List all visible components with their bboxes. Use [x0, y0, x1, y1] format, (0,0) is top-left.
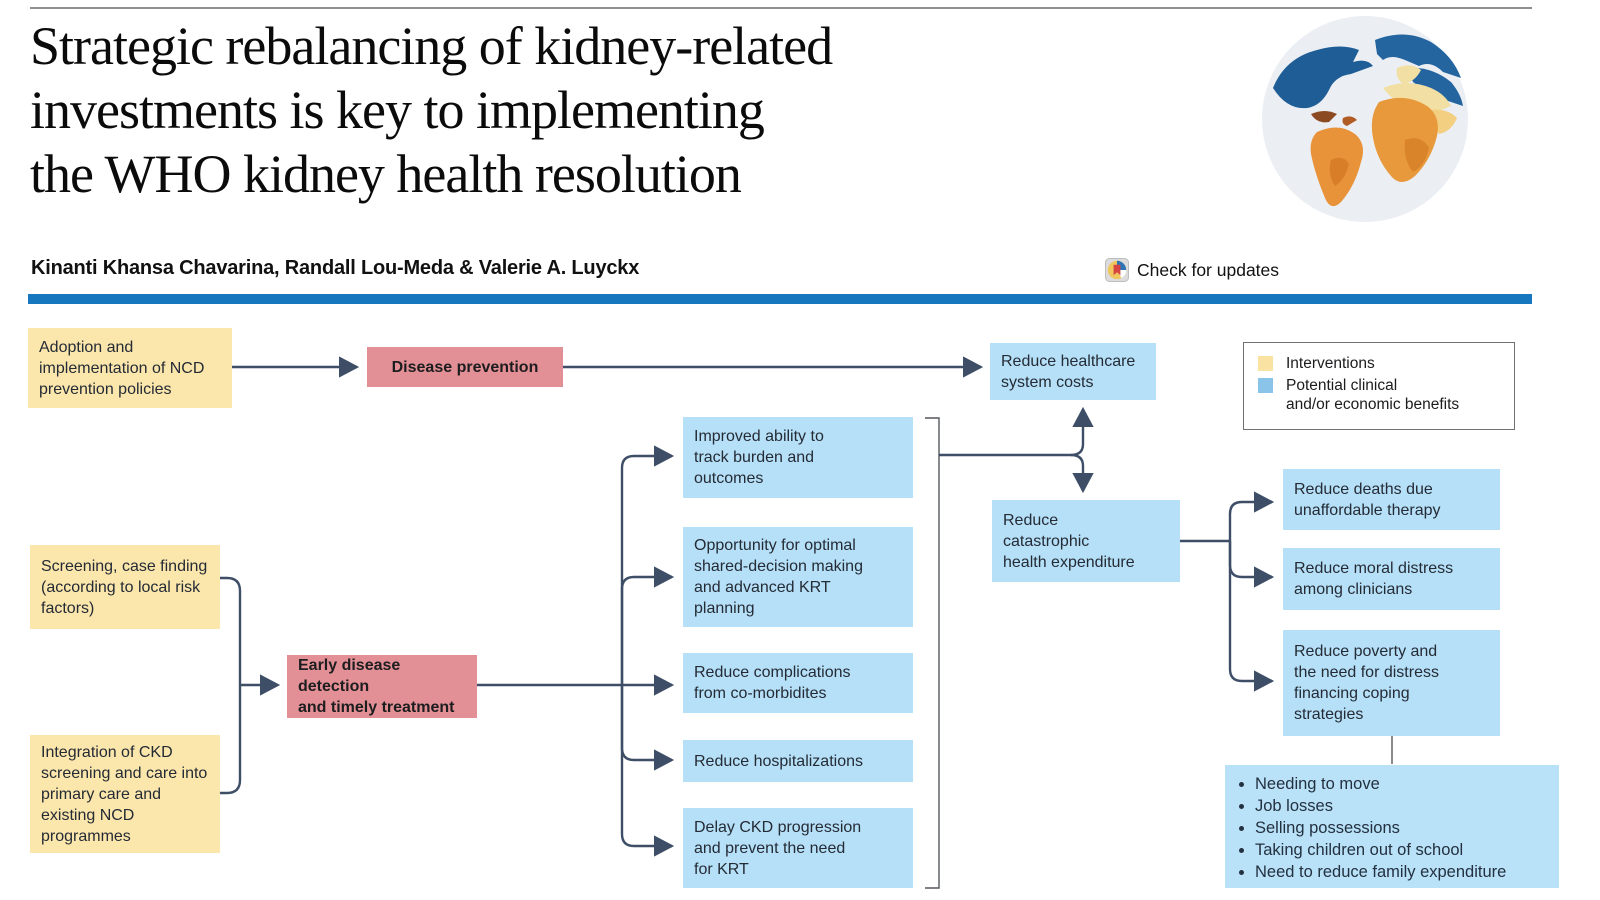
legend-label: Interventions	[1286, 355, 1375, 372]
node-reduce-poverty: Reduce poverty and the need for distress…	[1283, 630, 1500, 736]
legend: Interventions Potential clinical and/or …	[1243, 342, 1515, 430]
coping-strategies-list-box: Needing to move Job losses Selling posse…	[1225, 765, 1559, 888]
interventions-swatch	[1258, 356, 1273, 371]
node-reduce-deaths: Reduce deaths due unaffordable therapy	[1283, 469, 1500, 530]
legend-label: Potential clinical and/or economic benef…	[1286, 377, 1460, 413]
world-globe-illustration	[1262, 16, 1468, 222]
node-reduce-complications: Reduce complications from co-morbidites	[683, 653, 913, 713]
node-shared-decision: Opportunity for optimal shared-decision …	[683, 527, 913, 627]
coping-strategies-list: Needing to move Job losses Selling posse…	[1237, 773, 1551, 883]
node-reduce-hospitalizations: Reduce hospitalizations	[683, 740, 913, 782]
node-delay-ckd: Delay CKD progression and prevent the ne…	[683, 808, 913, 888]
benefits-swatch	[1258, 378, 1273, 393]
node-reduce-healthcare-costs: Reduce healthcare system costs	[990, 343, 1156, 400]
list-item: Needing to move	[1255, 773, 1551, 795]
node-early-disease-detection: Early disease detection and timely treat…	[287, 655, 477, 718]
section-divider-bar	[28, 294, 1532, 304]
authors-line: Kinanti Khansa Chavarina, Randall Lou-Me…	[31, 257, 640, 279]
node-track-burden: Improved ability to track burden and out…	[683, 417, 913, 498]
list-item: Taking children out of school	[1255, 839, 1551, 861]
top-rule	[30, 7, 1532, 9]
node-disease-prevention: Disease prevention	[367, 347, 563, 387]
node-reduce-moral-distress: Reduce moral distress among clinicians	[1283, 548, 1500, 610]
page-title: Strategic rebalancing of kidney-related …	[30, 16, 833, 204]
list-item: Job losses	[1255, 795, 1551, 817]
legend-item-interventions: Interventions	[1258, 354, 1514, 373]
node-integration-ckd: Integration of CKD screening and care in…	[30, 735, 220, 853]
crossmark-icon	[1105, 258, 1129, 282]
list-item: Selling possessions	[1255, 817, 1551, 839]
check-for-updates-label: Check for updates	[1137, 259, 1280, 280]
list-item: Need to reduce family expenditure	[1255, 861, 1551, 883]
check-for-updates-badge[interactable]: Check for updates	[1105, 258, 1279, 282]
node-screening-case-finding: Screening, case finding (according to lo…	[30, 545, 220, 629]
node-adoption-ncd-policies: Adoption and implementation of NCD preve…	[28, 328, 232, 408]
legend-item-benefits: Potential clinical and/or economic benef…	[1258, 376, 1514, 414]
node-reduce-catastrophic-expenditure: Reduce catastrophic health expenditure	[992, 500, 1180, 582]
